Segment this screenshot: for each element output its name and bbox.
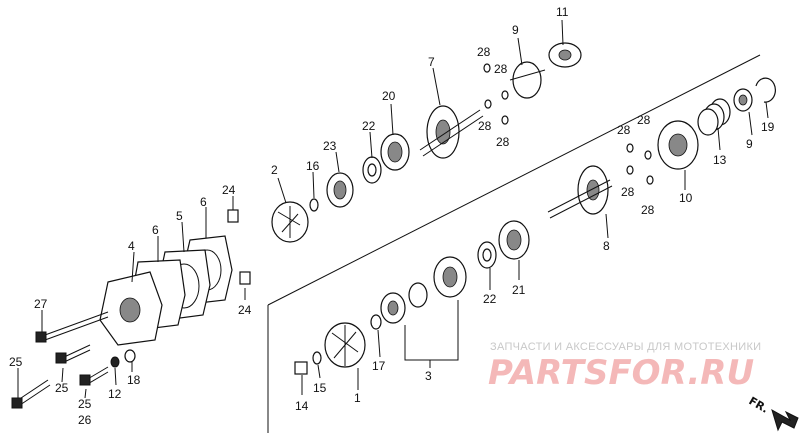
callout-28: 28 (477, 45, 491, 59)
part-28-o-ring (626, 143, 634, 153)
part-16-washer (312, 351, 322, 365)
part-28-o-ring (483, 63, 491, 73)
part-8-gear-shaft (547, 165, 613, 219)
callout-14: 12 (108, 387, 122, 401)
front-direction-indicator: FR. (747, 394, 799, 432)
part-9-washer (733, 88, 753, 112)
part-27-long-bolt (35, 311, 109, 343)
callout-28: 28 (494, 62, 508, 76)
part-28-o-ring (646, 175, 654, 185)
front-label: FR. (747, 394, 771, 415)
part-12-spring (697, 98, 731, 136)
part-11-plate (509, 61, 546, 99)
callout-28: 28 (478, 119, 492, 133)
callout-28: 28 (617, 123, 631, 137)
callout-9: 9 (746, 137, 753, 151)
callout-16: 15 (313, 381, 327, 395)
callout-25-low: 25 (78, 397, 92, 411)
leader-lines (17, 19, 769, 399)
callout-12: 13 (713, 153, 727, 167)
callout-3: 3 (425, 369, 432, 383)
callout-25-left: 25 (9, 355, 23, 369)
callout-25-mid: 25 (55, 381, 69, 395)
part-13-cap (548, 42, 582, 68)
callout-21-upper: 20 (382, 89, 396, 103)
callout-8: 8 (603, 239, 610, 253)
callout-22-lower: 22 (483, 292, 497, 306)
part-17-washer (309, 198, 319, 212)
callout-11: 9 (512, 23, 519, 37)
callout-6-left: 6 (152, 223, 159, 237)
callout-10: 10 (679, 191, 693, 205)
part-25-bolt-left (11, 379, 51, 409)
callout-24-upper: 24 (222, 183, 236, 197)
part-21-bearing-upper (380, 133, 410, 171)
callout-22-upper: 22 (362, 119, 376, 133)
part-4-pump-body (99, 271, 163, 346)
callout-labels: 11 9 7 20 22 23 16 2 24 6 5 6 4 24 27 25… (9, 5, 775, 427)
callout-20: 19 (761, 120, 775, 134)
part-28-o-ring (626, 165, 634, 175)
callout-19: 18 (127, 373, 141, 387)
callout-4: 4 (128, 239, 135, 253)
callout-6-right: 6 (200, 195, 207, 209)
part-14-washer (110, 356, 120, 368)
callout-13: 11 (556, 5, 569, 19)
part-22-washer-lower (477, 241, 497, 269)
part-7-gear-shaft (419, 105, 484, 159)
part-15-nut (294, 361, 308, 375)
callout-15: 14 (295, 399, 309, 413)
callout-5: 5 (176, 209, 183, 223)
callout-28: 28 (641, 203, 655, 217)
section-divider-line (267, 54, 761, 306)
part-24-dowel-upper (227, 209, 239, 223)
callout-27: 27 (34, 297, 48, 311)
part-18-washer (370, 314, 382, 330)
part-28-o-ring (484, 99, 492, 109)
callout-26: 26 (78, 413, 92, 427)
callout-7: 7 (428, 55, 435, 69)
part-1-impeller-lower (324, 322, 366, 368)
callout-18: 17 (372, 359, 386, 373)
part-24-dowel-lower (239, 271, 251, 285)
part-19-o-ring (124, 349, 136, 363)
callout-28: 28 (496, 135, 510, 149)
part-28-o-ring (644, 150, 652, 160)
part-23-seal (326, 172, 354, 208)
callout-23: 23 (323, 139, 337, 153)
callout-2: 2 (271, 163, 278, 177)
part-3-seal-set (380, 256, 467, 324)
part-25-bolt-mid (55, 344, 91, 364)
callout-24-lower: 24 (238, 303, 252, 317)
part-10-holder (657, 120, 699, 170)
callout-1: 1 (354, 391, 361, 405)
callout-17: 16 (306, 159, 320, 173)
part-22-washer-upper (362, 156, 382, 184)
part-21-bearing-lower (498, 220, 530, 260)
callout-21-lower: 21 (512, 283, 526, 297)
part-26-bolt (79, 366, 109, 386)
watermark-caption: ЗАПЧАСТИ И АКСЕССУАРЫ ДЛЯ МОТОТЕХНИКИ (490, 341, 761, 353)
part-2-impeller-upper (271, 201, 309, 243)
callout-28: 28 (621, 185, 635, 199)
callout-28: 28 (637, 113, 651, 127)
watermark-logo: PARTSFOR.RU (488, 353, 754, 393)
part-28-o-ring (501, 115, 509, 125)
part-20-circlip (755, 77, 776, 103)
part-28-o-ring (501, 90, 509, 100)
